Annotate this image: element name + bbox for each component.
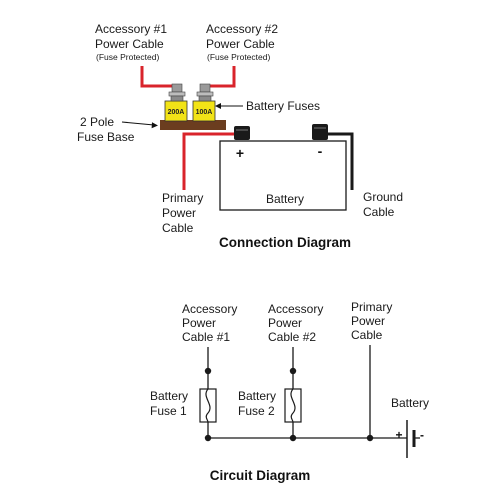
svg-text:Primary: Primary — [351, 300, 392, 314]
accessory-2-label: Accessory #2 Power Cable (Fuse Protected… — [206, 22, 278, 62]
fuse-1: 200A — [164, 100, 188, 122]
circuit-minus-sign: - — [420, 428, 424, 442]
svg-text:Power: Power — [351, 314, 385, 328]
svg-text:Battery: Battery — [238, 389, 276, 403]
svg-text:Accessory: Accessory — [268, 302, 323, 316]
junction-dot — [204, 367, 212, 375]
accessory-2-cable — [205, 66, 236, 96]
primary-power-cable-label: Primary Power Cable — [162, 191, 203, 235]
circuit-battery-icon — [406, 420, 420, 458]
primary-power-cable — [182, 132, 240, 190]
svg-text:Power Cable: Power Cable — [95, 37, 164, 51]
connection-diagram-title: Connection Diagram — [219, 235, 351, 250]
svg-text:Cable: Cable — [351, 328, 383, 342]
battery-fuses-label: Battery Fuses — [246, 99, 320, 113]
ground-cable-label: Ground Cable — [363, 190, 403, 219]
circuit-fuse-2-icon — [284, 388, 302, 423]
connection-diagram: 200A 100A + - B — [77, 22, 403, 250]
battery-fuses-arrow-icon — [215, 103, 243, 109]
fuse-1-bolt-icon — [168, 83, 186, 102]
svg-text:Accessory #2: Accessory #2 — [206, 22, 278, 36]
svg-text:(Fuse Protected): (Fuse Protected) — [207, 52, 270, 62]
svg-text:Power: Power — [268, 316, 302, 330]
fuse-2-bolt-icon — [196, 83, 214, 102]
junction-dot — [366, 434, 374, 442]
battery-minus-sign: - — [318, 143, 323, 159]
accessory-1-label: Accessory #1 Power Cable (Fuse Protected… — [95, 22, 167, 62]
svg-text:2 Pole: 2 Pole — [80, 115, 114, 129]
svg-text:Fuse Base: Fuse Base — [77, 130, 135, 144]
circuit-diagram-title: Circuit Diagram — [210, 468, 311, 483]
svg-text:Cable #2: Cable #2 — [268, 330, 316, 344]
circuit-fuse-1-label: Battery Fuse 1 — [150, 389, 188, 418]
svg-text:Power Cable: Power Cable — [206, 37, 275, 51]
negative-terminal-icon — [312, 124, 328, 140]
svg-text:Battery: Battery — [150, 389, 188, 403]
junction-dot — [289, 434, 297, 442]
fuse-base-arrow-icon — [121, 121, 158, 129]
svg-text:Cable: Cable — [162, 221, 194, 235]
circuit-diagram: Accessory Power Cable #1 Accessory Power… — [150, 300, 429, 483]
circuit-fuse-2-label: Battery Fuse 2 — [238, 389, 276, 418]
accessory-1-cable — [140, 66, 177, 96]
svg-text:Cable #1: Cable #1 — [182, 330, 230, 344]
fuse-base — [160, 120, 226, 130]
circuit-primary-label: Primary Power Cable — [351, 300, 392, 342]
fuse-2: 100A — [192, 100, 216, 122]
positive-terminal-icon — [234, 126, 250, 140]
circuit-accessory-2-label: Accessory Power Cable #2 — [268, 302, 323, 344]
battery-plus-sign: + — [236, 145, 244, 161]
svg-text:Primary: Primary — [162, 191, 203, 205]
svg-text:Power: Power — [162, 206, 196, 220]
junction-dot — [289, 367, 297, 375]
fuse-1-rating: 200A — [168, 109, 185, 116]
svg-text:(Fuse Protected): (Fuse Protected) — [96, 52, 159, 62]
circuit-battery-label: Battery — [391, 396, 429, 410]
svg-text:Fuse 1: Fuse 1 — [150, 404, 187, 418]
svg-text:Accessory #1: Accessory #1 — [95, 22, 167, 36]
circuit-accessory-1-label: Accessory Power Cable #1 — [182, 302, 237, 344]
ground-cable — [322, 132, 354, 190]
svg-text:Fuse 2: Fuse 2 — [238, 404, 275, 418]
circuit-plus-sign: + — [395, 428, 402, 442]
svg-text:Ground: Ground — [363, 190, 403, 204]
battery-label: Battery — [266, 192, 304, 206]
battery-body — [219, 140, 347, 211]
junction-dot — [204, 434, 212, 442]
fuse-base-label: 2 Pole Fuse Base — [77, 115, 135, 144]
fuse-2-rating: 100A — [196, 109, 213, 116]
circuit-fuse-1-icon — [199, 388, 217, 423]
svg-text:Cable: Cable — [363, 205, 395, 219]
svg-text:Power: Power — [182, 316, 216, 330]
svg-text:Accessory: Accessory — [182, 302, 237, 316]
